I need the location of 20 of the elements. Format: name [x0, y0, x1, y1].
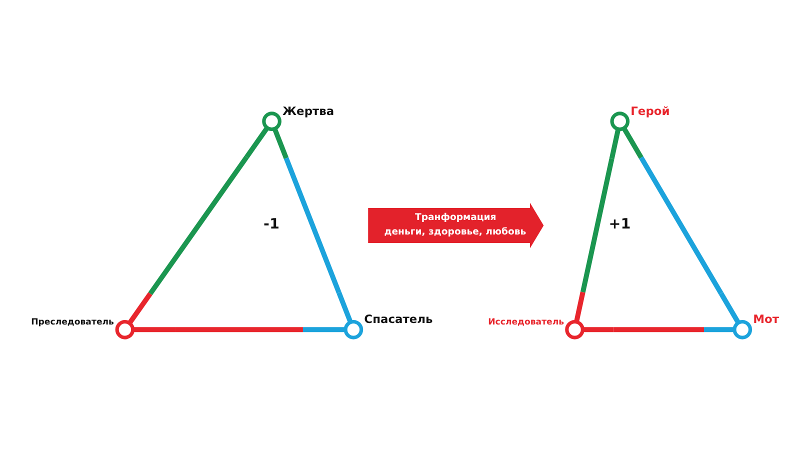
connector: [582, 326, 734, 332]
connector: [272, 127, 353, 323]
node-label: Исследователь: [488, 316, 564, 327]
connector: [622, 126, 740, 324]
connector: [574, 128, 621, 322]
node-label: Преследователь: [31, 316, 114, 327]
label: +1: [608, 216, 631, 232]
node-circle: [344, 319, 364, 339]
label: -1: [264, 216, 280, 232]
node-label: Герой: [630, 103, 670, 118]
node-circle: [262, 111, 282, 131]
connector: [128, 126, 270, 324]
node-label: Жертва: [282, 103, 334, 118]
node-circle: [732, 319, 752, 339]
connector: [132, 326, 346, 332]
node-circle: [565, 319, 584, 339]
node-label: Мот: [753, 312, 780, 326]
node-circle: [115, 319, 135, 339]
node-circle: [610, 111, 630, 131]
node-label: Спасатель: [364, 312, 433, 326]
